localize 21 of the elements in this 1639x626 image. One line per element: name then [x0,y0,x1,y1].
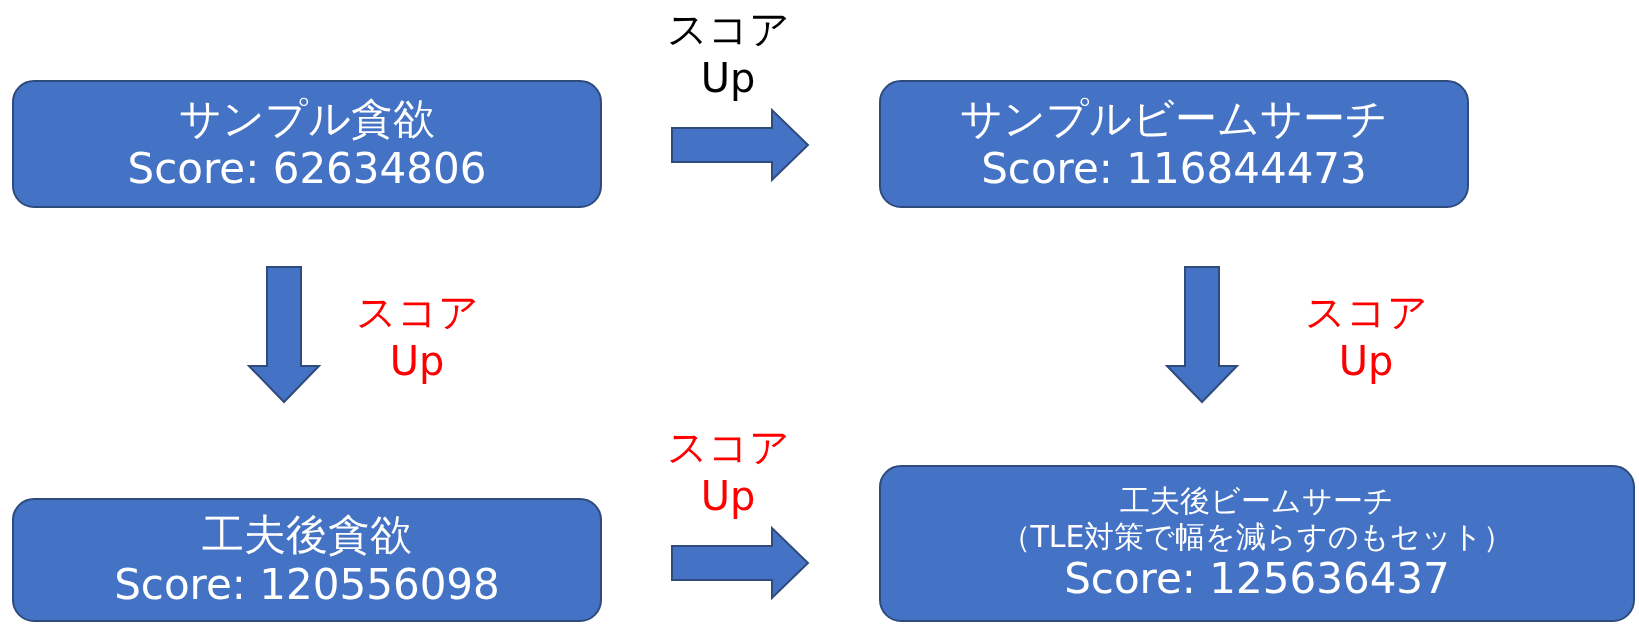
process-box [12,498,602,622]
box-title: 工夫後ビームサーチ [1120,483,1394,519]
box-title: サンプルビームサーチ [960,94,1388,144]
process-box [879,465,1635,622]
process-box [12,80,602,208]
block-arrow [671,525,810,601]
block-arrow [1164,266,1240,404]
score-text: Score: 125636437 [1064,554,1450,604]
score-text: Score: 116844473 [981,144,1367,194]
box-title: （TLE対策で幅を減らすのもセット） [1000,518,1514,555]
block-arrow [246,266,322,404]
block-arrow [671,107,810,183]
score-text: Score: 62634806 [127,144,487,194]
edge-label: スコア Up [665,423,791,521]
box-title: サンプル貪欲 [179,94,435,144]
edge-label: スコア Up [354,288,480,386]
score-text: Score: 120556098 [114,560,500,610]
edge-label: スコア Up [665,5,791,103]
edge-label: スコア Up [1303,288,1429,386]
process-box [879,80,1469,208]
box-title: 工夫後貪欲 [202,510,412,560]
